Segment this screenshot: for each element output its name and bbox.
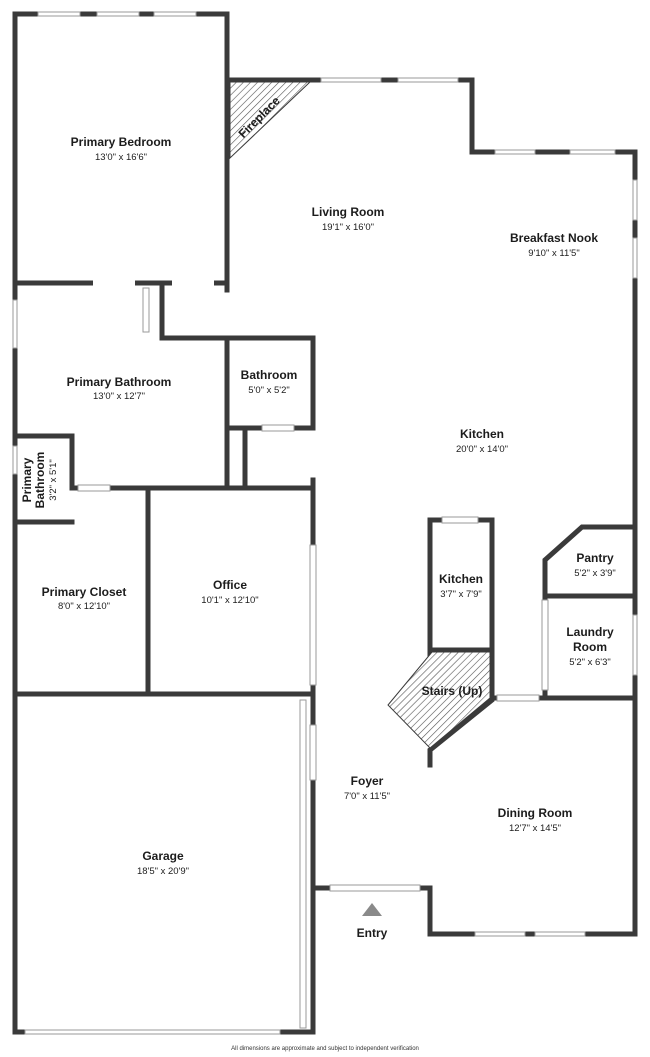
bathroom-name: Bathroom — [241, 368, 298, 382]
window — [534, 931, 586, 937]
kitchen-dim: 20'0" x 14'0" — [456, 444, 508, 455]
garage-name: Garage — [142, 849, 184, 863]
outer-wall-bottom-left — [12, 11, 433, 1035]
door-opening — [441, 516, 479, 524]
laundry-room-dim: 5'2" x 6'3" — [569, 657, 611, 668]
window — [632, 614, 638, 676]
window — [320, 77, 382, 83]
breakfast-nook-name: Breakfast Nook — [510, 231, 598, 245]
door-opening — [142, 287, 150, 333]
window — [96, 11, 140, 17]
stairs-name: Stairs (Up) — [422, 684, 483, 698]
primary-bedroom-dim: 13'0" x 16'6" — [95, 152, 147, 163]
entry-label: Entry — [357, 926, 388, 940]
primary-bathroom-dim: 13'0" x 12'7" — [93, 391, 145, 402]
primary-closet-dim: 8'0" x 12'10" — [58, 601, 110, 612]
door-opening — [309, 724, 317, 781]
pantry-name: Pantry — [576, 551, 614, 565]
living-room-dim: 19'1" x 16'0" — [322, 222, 374, 233]
window — [569, 149, 616, 155]
primary-bathroom-small-name-1: Primary — [20, 457, 34, 502]
laundry-room-name-2: Room — [573, 640, 607, 654]
bathroom-dim: 5'0" x 5'2" — [248, 385, 290, 396]
windows — [12, 11, 638, 1035]
garage-dim: 18'5" x 20'9" — [137, 866, 189, 877]
wall-small-bath — [12, 433, 75, 491]
window — [37, 11, 81, 17]
window — [12, 299, 18, 349]
kitchen-small-name: Kitchen — [439, 572, 483, 586]
door-opening — [496, 694, 540, 702]
window — [12, 445, 18, 475]
entry-arrow-icon — [362, 903, 382, 916]
living-room-name: Living Room — [312, 205, 385, 219]
primary-bathroom-small-label: Primary Bathroom 3'2" x 5'1" — [20, 452, 59, 509]
primary-closet-name: Primary Closet — [42, 585, 127, 599]
door-opening — [93, 280, 135, 286]
breakfast-nook-dim: 9'10" x 11'5" — [528, 248, 579, 259]
primary-bedroom-name: Primary Bedroom — [71, 135, 172, 149]
window — [24, 1029, 281, 1035]
foyer-dim: 7'0" x 11'5" — [344, 791, 390, 802]
door-opening — [309, 544, 317, 686]
wall-bathroom — [159, 280, 316, 431]
fireplace-hatch — [229, 81, 312, 160]
laundry-room-name-1: Laundry — [566, 625, 614, 639]
office-dim: 10'1" x 12'10" — [201, 595, 258, 606]
primary-bathroom-small-dim: 3'2" x 5'1" — [48, 459, 59, 501]
stairs-hatch — [387, 651, 491, 749]
window — [494, 149, 536, 155]
front-door — [329, 884, 421, 892]
walls — [12, 11, 638, 1035]
door-opening — [261, 424, 295, 432]
kitchen-name: Kitchen — [460, 427, 504, 441]
disclaimer-note: All dimensions are approximate and subje… — [231, 1046, 419, 1052]
window — [474, 931, 526, 937]
foyer-name: Foyer — [351, 774, 384, 788]
kitchen-small-dim: 3'7" x 7'9" — [440, 589, 482, 600]
room-labels: Primary Bedroom 13'0" x 16'6" Living Roo… — [20, 135, 616, 877]
pantry-dim: 5'2" x 3'9" — [574, 568, 616, 579]
primary-bathroom-small-name-2: Bathroom — [33, 452, 47, 509]
garage-door — [299, 699, 307, 1029]
door-opening — [541, 599, 549, 691]
window — [632, 237, 638, 279]
window — [632, 179, 638, 221]
dining-room-name: Dining Room — [498, 806, 573, 820]
primary-bathroom-name: Primary Bathroom — [67, 375, 172, 389]
window — [153, 11, 197, 17]
office-name: Office — [213, 578, 247, 592]
window — [397, 77, 459, 83]
door-opening — [77, 484, 111, 492]
dining-room-dim: 12'7" x 14'5" — [509, 823, 561, 834]
door-opening — [172, 280, 214, 286]
